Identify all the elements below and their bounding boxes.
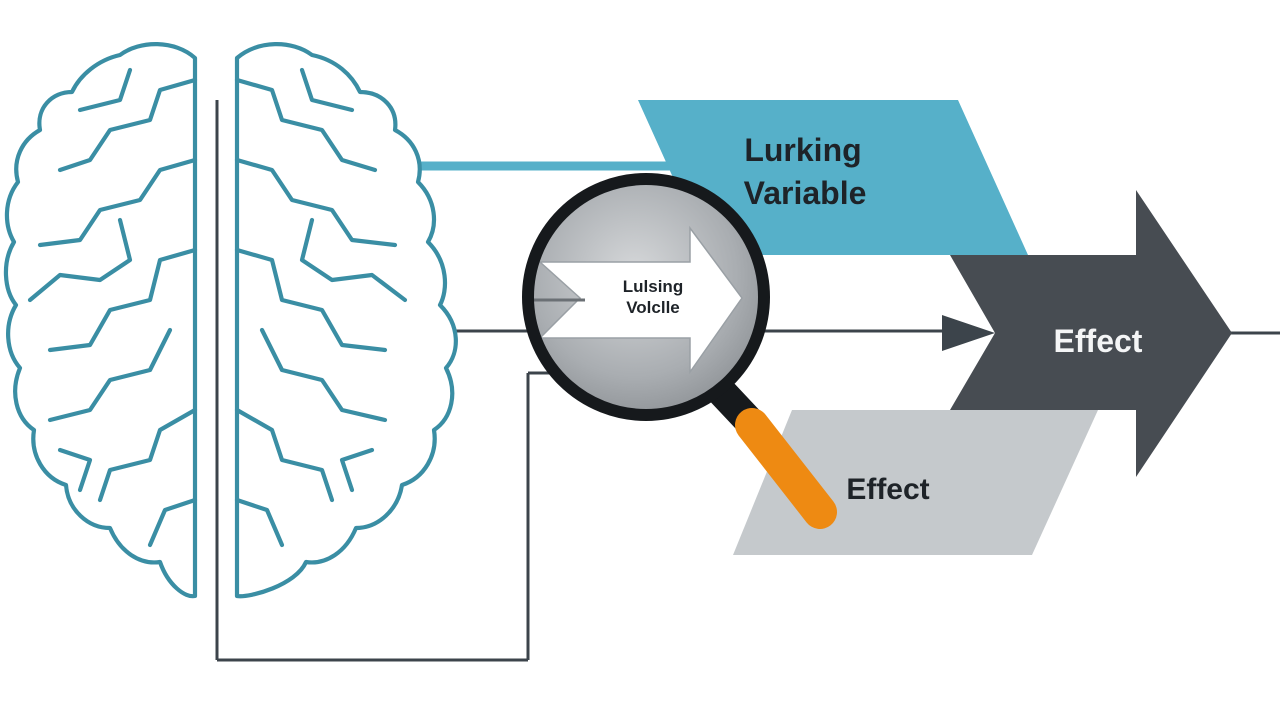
- lurking-box-line1: Lurking: [744, 132, 861, 168]
- brain-right-hemisphere: [234, 42, 458, 599]
- brain-fold: [234, 247, 388, 353]
- brain-fold: [234, 497, 285, 548]
- brain-fold: [47, 247, 198, 353]
- magnified-content: Lulsing Volclle: [533, 225, 743, 375]
- brain-fold: [147, 497, 198, 548]
- brain-fold: [234, 407, 335, 503]
- arrow-icon: [950, 190, 1232, 477]
- brain-fold: [27, 217, 133, 303]
- effect-arrow-label: Effect: [1054, 323, 1143, 359]
- brain-fold: [234, 157, 398, 248]
- effect-arrow: Effect: [950, 190, 1232, 477]
- brain-icon: [3, 42, 458, 599]
- brain-fold: [57, 77, 198, 173]
- brain-fold: [97, 407, 198, 503]
- brain-fold: [299, 67, 355, 113]
- magnifier-line1: Lulsing: [623, 277, 683, 296]
- brain-fold: [57, 447, 93, 493]
- brain-fold: [47, 327, 173, 423]
- brain-fold: [77, 67, 133, 113]
- magnifier-rim: [522, 173, 770, 421]
- brain-fold: [339, 447, 375, 493]
- brain-fold: [259, 327, 388, 423]
- magnifying-glass-icon: Lulsing Volclle: [522, 173, 837, 529]
- brain-left-hemisphere: [3, 42, 198, 599]
- magnifier-handle: [735, 408, 837, 529]
- brain-fold: [37, 157, 198, 248]
- arrowhead-icon: [942, 315, 995, 351]
- brain-fold: [234, 77, 378, 173]
- magnified-arrow: [538, 225, 743, 375]
- brain-fold: [299, 217, 408, 303]
- lurking-box-line2: Variable: [744, 175, 867, 211]
- effect-box-label: Effect: [846, 473, 929, 506]
- magnifier-line2: Volclle: [626, 298, 680, 317]
